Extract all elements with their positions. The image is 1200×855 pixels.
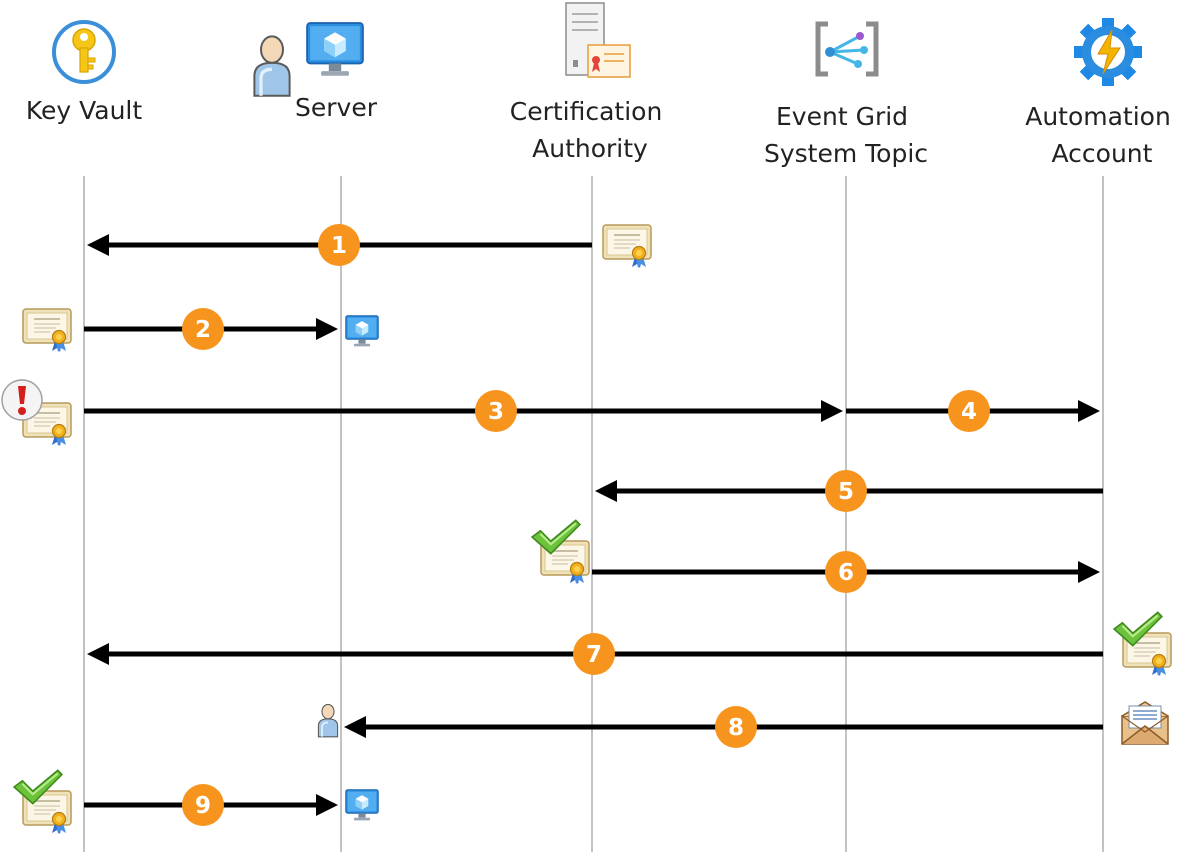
certificate-icon <box>602 224 652 268</box>
participant-eventgrid-label-line1: Event Grid <box>776 102 908 131</box>
step-8-badge: 8 <box>715 706 757 748</box>
step-6-number: 6 <box>838 560 854 586</box>
step-3-extras <box>1 379 72 446</box>
step-4-number: 4 <box>961 399 977 425</box>
step-7-extras <box>1113 611 1172 676</box>
svg-text:Server: Server <box>295 93 378 122</box>
participant-automation-label-line2: Account <box>1052 139 1153 168</box>
automation-account-icon <box>1074 18 1142 86</box>
participant-automation-label-line1: Automation <box>1025 102 1171 131</box>
step-6-extras <box>531 519 590 584</box>
participant-ca: Certification Authority <box>510 2 671 163</box>
step-1-number: 1 <box>331 233 347 259</box>
certification-authority-icon <box>565 2 631 78</box>
step-8-number: 8 <box>728 715 744 741</box>
monitor-icon <box>345 315 379 347</box>
step-6-badge: 6 <box>825 551 867 593</box>
step-4-badge: 4 <box>948 390 990 432</box>
email-icon <box>1121 701 1169 745</box>
warning-icon <box>1 379 43 421</box>
svg-text:Event Grid System Topic: Event Grid System Topic <box>764 102 928 168</box>
step-9-number: 9 <box>195 793 211 819</box>
event-grid-icon <box>815 21 879 77</box>
participant-ca-label-line1: Certification <box>510 97 663 126</box>
step-1-extras <box>602 224 652 268</box>
participant-ca-label-line2: Authority <box>532 134 648 163</box>
svg-text:Automation Account: Automation Account <box>1025 102 1179 168</box>
svg-text:Key Vault: Key Vault <box>26 96 143 125</box>
participant-automation: Automation Account <box>1025 18 1179 168</box>
participant-eventgrid-label-line2: System Topic <box>764 139 928 168</box>
step-2-badge: 2 <box>182 308 224 350</box>
key-vault-icon <box>52 20 116 84</box>
participant-server-label: Server <box>295 93 378 122</box>
step-7-badge: 7 <box>573 633 615 675</box>
step-7-number: 7 <box>586 642 602 668</box>
step-3-number: 3 <box>488 399 504 425</box>
svg-text:Certification Authority: Certification Authority <box>510 97 671 163</box>
participant-keyvault: Key Vault <box>26 20 143 125</box>
step-2-number: 2 <box>195 317 211 343</box>
monitor-icon <box>345 789 379 821</box>
step-3-arrow <box>84 400 843 422</box>
certificate-icon <box>22 308 72 352</box>
participant-server: Server <box>254 22 378 122</box>
participant-eventgrid: Event Grid System Topic <box>764 21 928 168</box>
step-5-number: 5 <box>838 479 854 505</box>
user-icon <box>317 703 339 738</box>
participant-keyvault-label: Key Vault <box>26 96 143 125</box>
step-1-badge: 1 <box>318 224 360 266</box>
step-9-badge: 9 <box>182 784 224 826</box>
step-3-badge: 3 <box>475 390 517 432</box>
step-5-badge: 5 <box>825 470 867 512</box>
server-icon <box>254 22 364 96</box>
